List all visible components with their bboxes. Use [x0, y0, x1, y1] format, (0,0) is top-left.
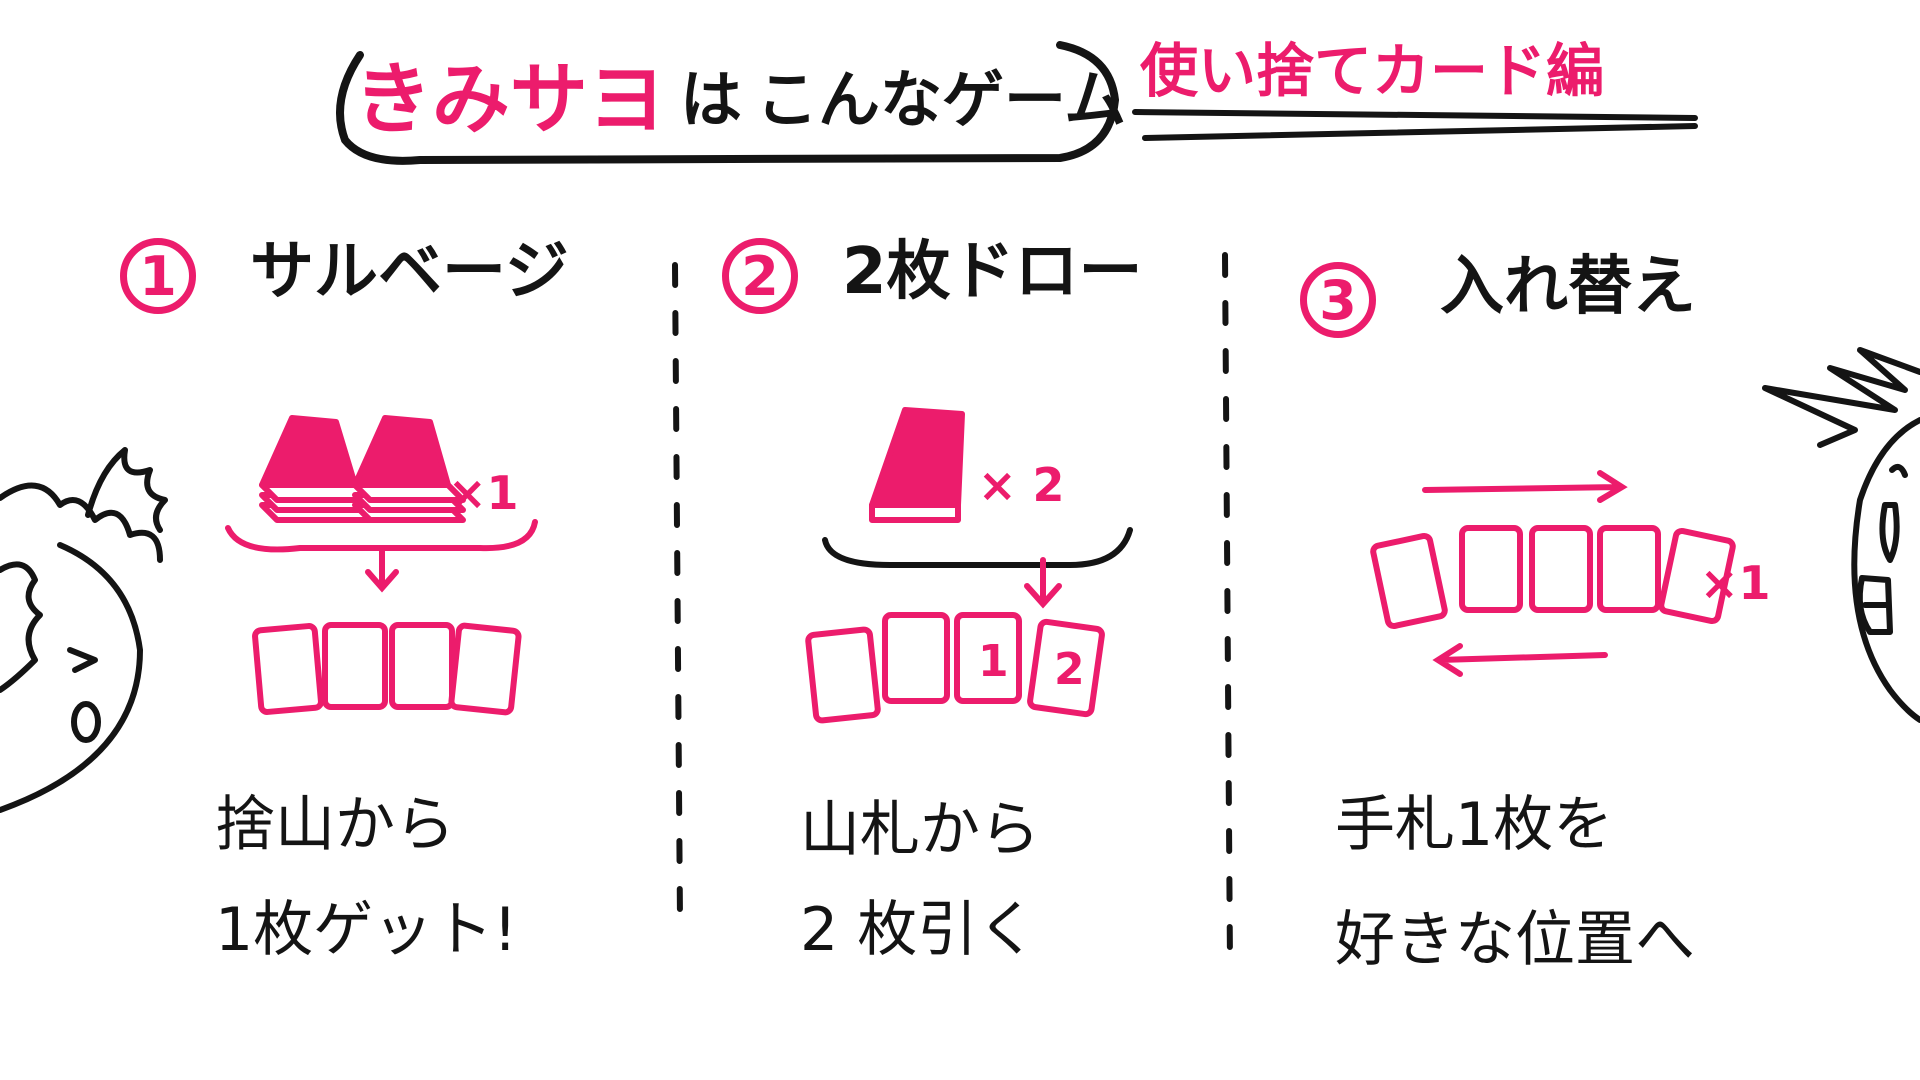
subtitle-underline [1132, 109, 1698, 121]
title-connector: は [679, 63, 742, 136]
divider-right [1222, 252, 1233, 968]
drawn-card-2-label: 2 [1054, 644, 1085, 695]
step-1-desc-line2: 1枚ゲット! [215, 895, 518, 965]
divider-left [672, 262, 683, 923]
step-3-multiplier: ×1 [1700, 556, 1771, 610]
brace-1 [225, 519, 538, 553]
step-3-title: 入れ替え [1440, 250, 1696, 324]
hand-cards-2 [805, 612, 1105, 724]
drawn-card-2 [1027, 618, 1105, 718]
step-1-number: 1 [120, 238, 196, 314]
step-1-desc-line1: 捨山から [215, 790, 455, 860]
arrow-down-2 [1024, 557, 1062, 609]
step-2-desc-line1: 山札から [800, 795, 1040, 865]
arrow-right-3 [1422, 470, 1628, 503]
drawn-card-1-label: 1 [978, 636, 1009, 687]
title: きみサヨ は こんなゲーム [354, 50, 1126, 150]
title-rest: こんなゲーム [755, 63, 1127, 136]
step-3-number: 3 [1300, 262, 1376, 338]
step-2-number: 2 [722, 238, 798, 314]
subtitle-underline-2 [1142, 123, 1698, 141]
title-oval [336, 41, 1120, 165]
discard-pile-illustration [259, 415, 466, 523]
step-3-desc-line1: 手札1枚を [1335, 790, 1614, 860]
drawn-card-1 [954, 612, 1022, 704]
title-subtitle: 使い捨てカード編 [1140, 37, 1605, 105]
step-2-multiplier: × 2 [978, 458, 1065, 512]
deck-illustration [869, 407, 965, 523]
hand-cards-3 [1370, 525, 1736, 630]
step-1-multiplier: ×1 [448, 466, 519, 520]
arrow-down-1 [365, 547, 399, 593]
step-2-desc-line2: 2 枚引く [800, 895, 1038, 965]
step-3-desc-line2: 好きな位置へ [1335, 905, 1695, 975]
arrow-left-3 [1432, 643, 1608, 677]
brace-2 [822, 527, 1133, 568]
step-2-title: 2枚ドロー [842, 235, 1143, 309]
hand-cards-1 [252, 622, 522, 716]
title-game-name: きみサヨ [353, 55, 666, 145]
right-character [1762, 347, 1920, 723]
step-1-title: サルベージ [250, 235, 569, 309]
left-character [0, 447, 168, 813]
